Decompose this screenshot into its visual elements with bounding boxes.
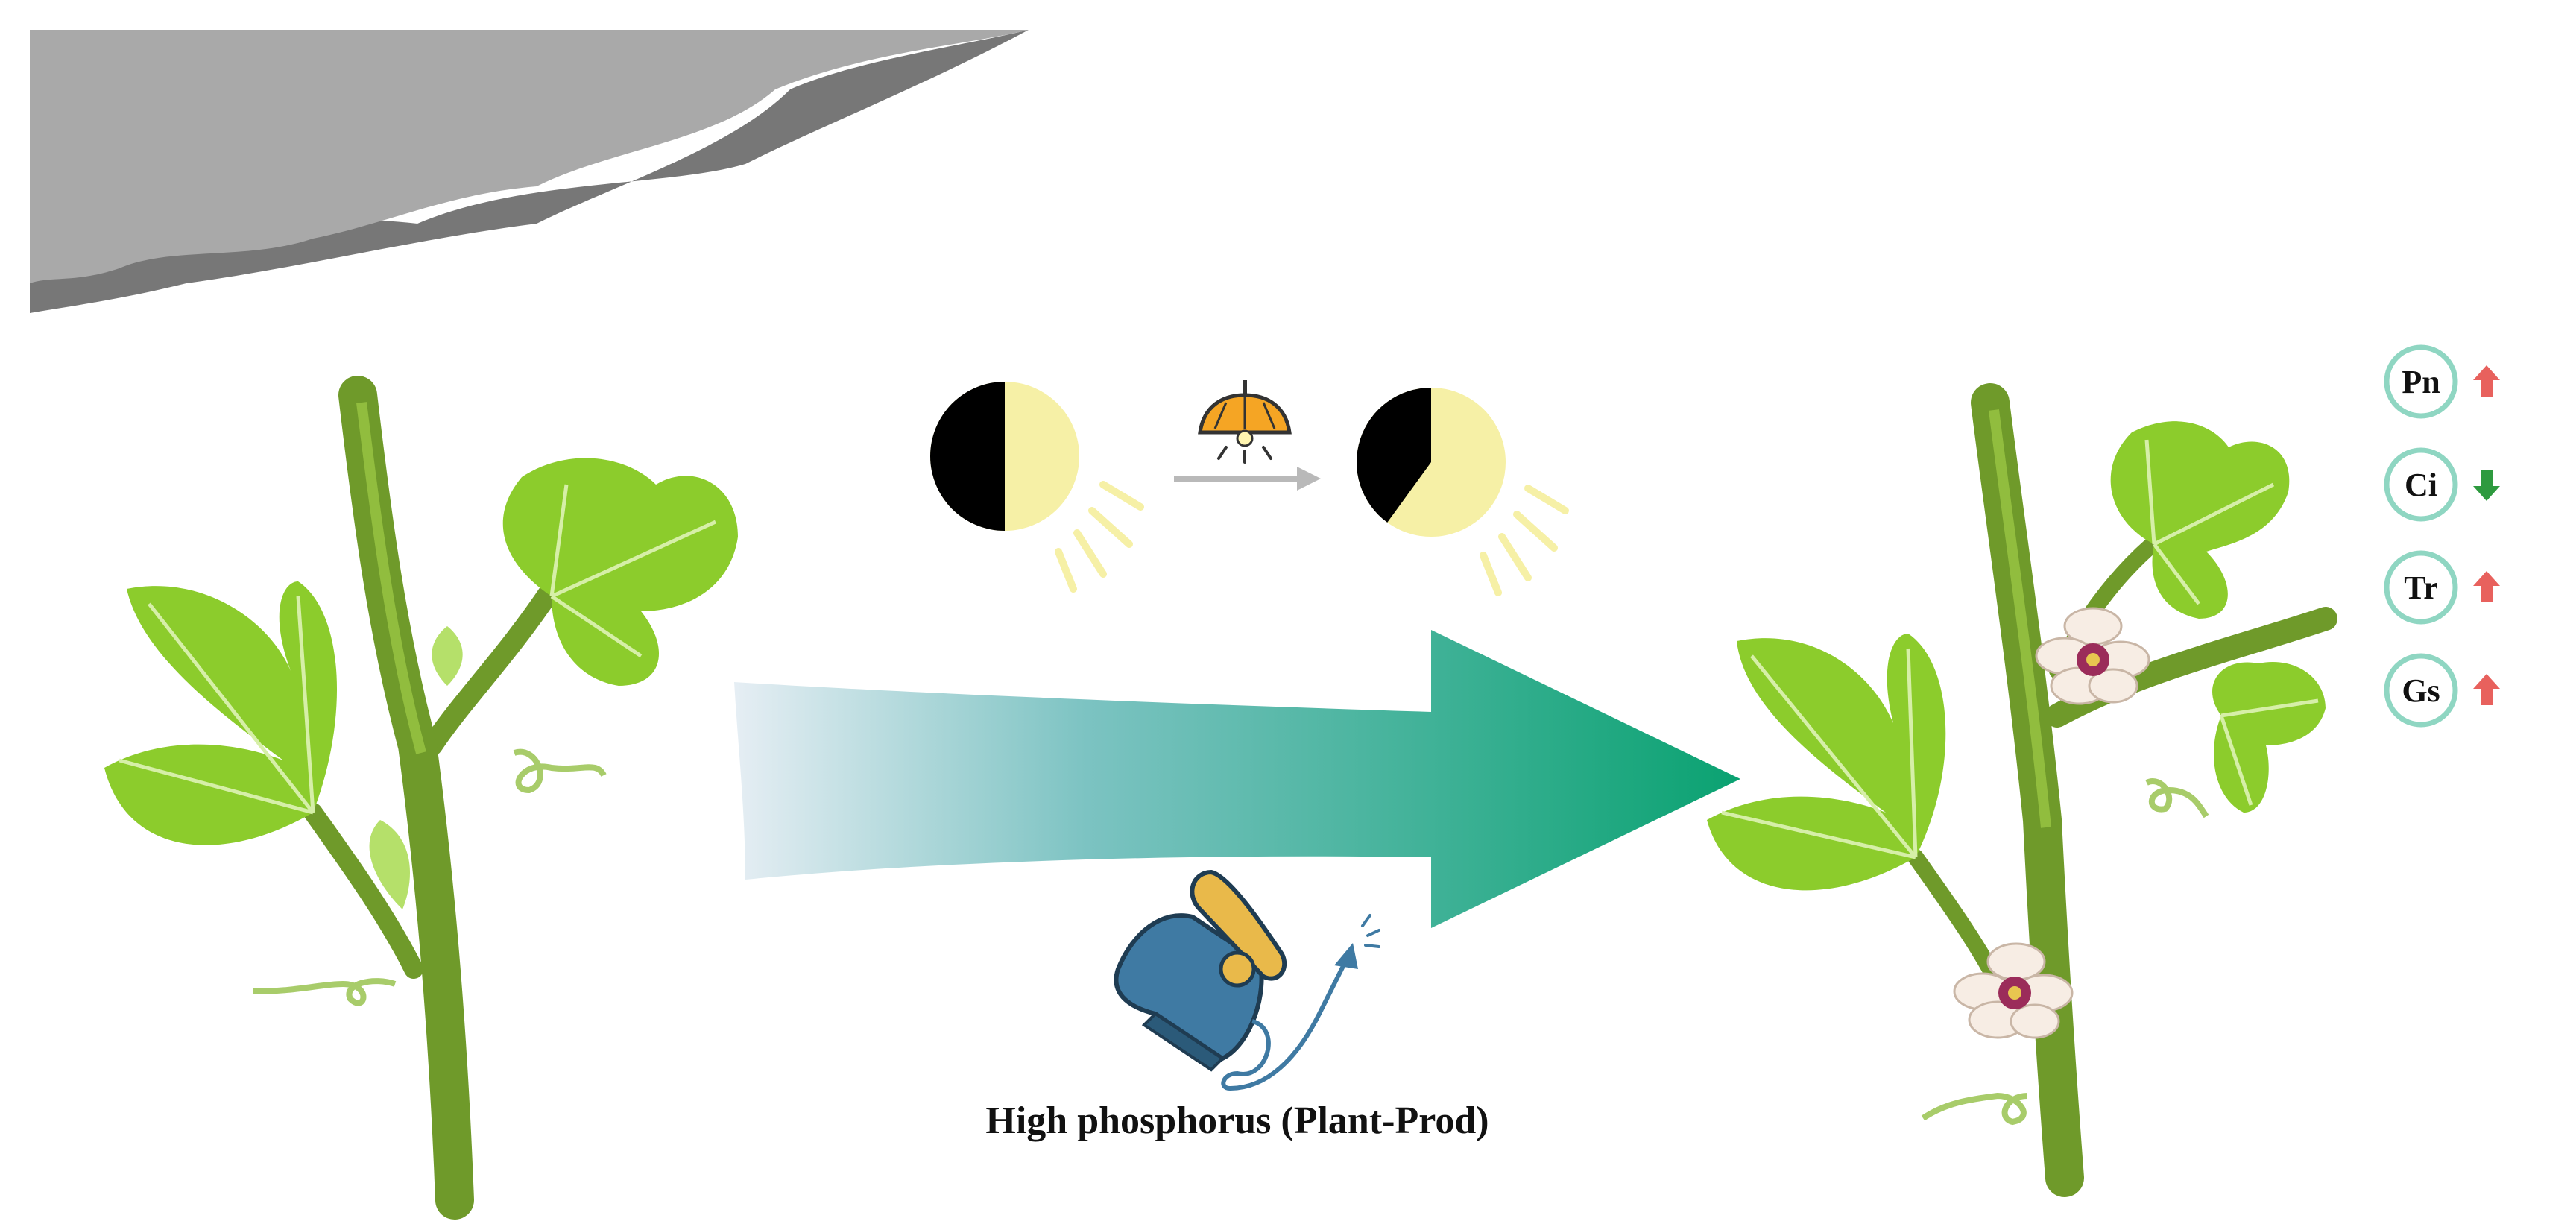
half-moon-sun-icon-before [930, 382, 1144, 593]
arrow-up-icon [2473, 674, 2500, 705]
arrow-up-icon [2473, 365, 2500, 397]
parameter-tr: Tr [2384, 550, 2500, 625]
leaf-icon [2212, 662, 2326, 813]
leaf-icon [104, 581, 338, 845]
parameter-label: Pn [2402, 364, 2440, 400]
caption: High phosphorus (Plant-Prod) [985, 1100, 1489, 1142]
measuring-device-icon [1114, 869, 1380, 1091]
parameter-label: Tr [2404, 570, 2438, 606]
plant-icon-after [1707, 383, 2337, 1197]
flower-icon [1953, 942, 2074, 1039]
parameter-badge [2384, 447, 2458, 522]
cloud-icon [30, 30, 1029, 313]
parameter-badge [2384, 344, 2458, 419]
arrow-up-icon [2473, 571, 2500, 602]
transition-arrow-icon [1174, 467, 1321, 491]
flower-icon [2035, 607, 2150, 705]
leaf-icon [502, 458, 738, 686]
parameter-ci: Ci [2384, 447, 2500, 522]
plant-icon-before [104, 376, 738, 1220]
half-moon-sun-icon-after [1356, 388, 1569, 596]
parameter-badge [2384, 550, 2458, 625]
parameter-badge [2384, 653, 2458, 728]
parameter-label: Gs [2402, 672, 2440, 709]
arrow-down-icon [2473, 470, 2500, 501]
leaf-icon [1707, 634, 1946, 891]
parameter-gs: Gs [2384, 653, 2500, 728]
leaf-icon [2110, 421, 2290, 619]
process-arrow-icon [734, 630, 1740, 928]
lamp-icon [1198, 380, 1292, 464]
parameter-pn: Pn [2384, 344, 2500, 419]
parameter-label: Ci [2405, 467, 2437, 503]
